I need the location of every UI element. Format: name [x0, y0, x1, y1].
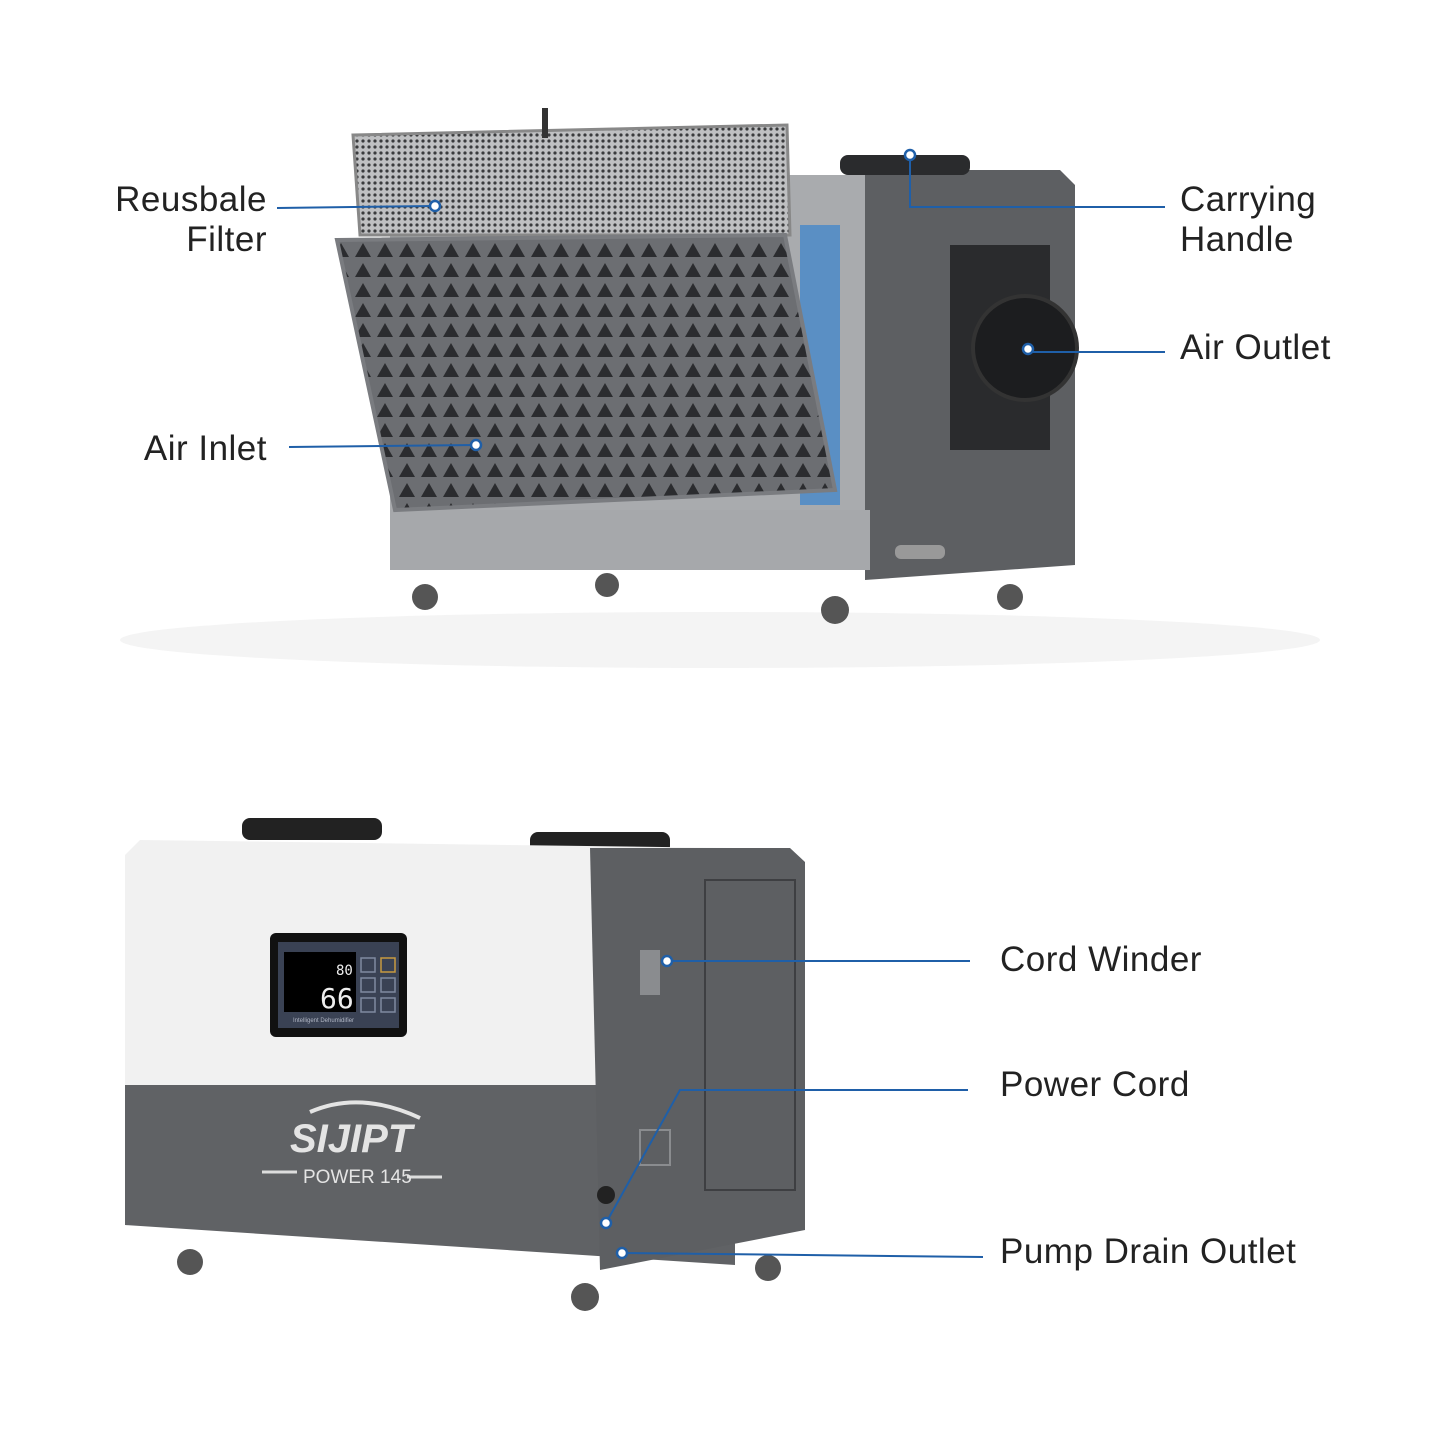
brand-logo: SIJIPT	[290, 1117, 416, 1161]
callout-line-1: Carrying	[1180, 180, 1317, 219]
callout-cord-winder: Cord Winder	[1000, 940, 1202, 979]
callout-air-inlet: Air Inlet	[143, 429, 267, 468]
callout-power-cord: Power Cord	[1000, 1065, 1190, 1104]
display-top-value: 80	[336, 963, 353, 979]
display-main-value: 66	[320, 982, 354, 1015]
callout-pump-drain-outlet: Pump Drain Outlet	[1000, 1232, 1297, 1271]
callout-carrying-handle: Carrying Handle	[1180, 180, 1316, 260]
caster-wheels	[412, 573, 1023, 624]
callout-line-2: Handle	[1180, 220, 1294, 259]
callout-dots	[428, 148, 1035, 1260]
caster-wheels-front	[177, 1249, 781, 1311]
callout-line-1: Reusbale	[115, 180, 267, 219]
callout-air-outlet: Air Outlet	[1180, 328, 1331, 367]
dehumidifier-front-view: 80 66 Intelligent Dehumidifier SIJIPT PO…	[125, 818, 805, 1311]
control-buttons	[360, 957, 396, 1013]
panel-caption: Intelligent Dehumidifier	[293, 1018, 354, 1024]
callout-line-2: Filter	[186, 220, 267, 259]
callout-reusable-filter: Reusbale Filter	[115, 180, 267, 260]
dehumidifier-back-view	[120, 108, 1320, 668]
callout-leader-lines	[276, 155, 1165, 1258]
model-name: POWER 145	[303, 1167, 412, 1188]
